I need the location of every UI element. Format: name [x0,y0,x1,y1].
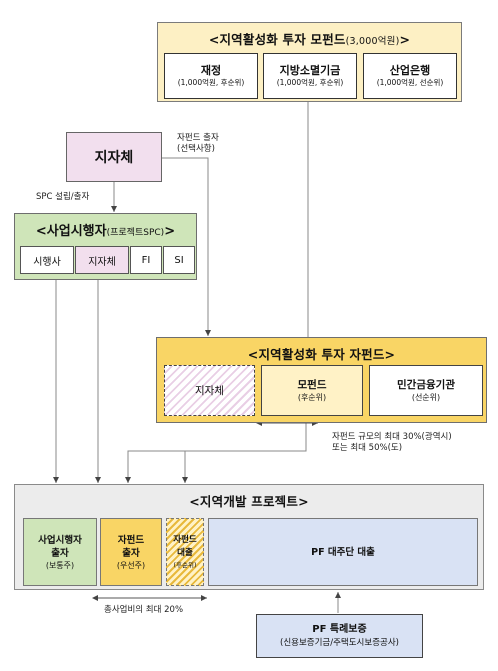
child-fund-title: <지역활성화 투자 자펀드> [247,347,396,362]
pf-guarantee-box: PF 특례보증 (신용보증기금/주택도시보증공사) [256,614,423,658]
spc-title: <사업시행자(프로젝트SPC)> [35,224,176,239]
mother-fund-title: <지역활성화 투자 모펀드(3,000억원)> [208,32,411,47]
project-pf-loan: PF 대주단 대출 [208,518,478,586]
spc-box: <사업시행자(프로젝트SPC)> 시행사 지자체 FI SI [14,213,197,280]
project-title: <지역개발 프로젝트> [189,494,309,509]
mother-fund-member-bank: 산업은행 (1,000억원, 선순위) [363,53,457,99]
spc-member-si: SI [163,246,195,274]
spc-member-local-gov: 지자체 [75,246,129,274]
child-fund-member-private-finance: 민간금융기관 (선순위) [369,365,483,416]
mother-fund-member-finance: 재정 (1,000억원, 후순위) [164,53,258,99]
label-project-cost-limit: 총사업비의 최대 20% [104,605,184,615]
mother-fund-box: <지역활성화 투자 모펀드(3,000억원)> 재정 (1,000억원, 후순위… [157,22,462,102]
project-spc-equity: 사업시행자 출자 (보통주) [23,518,97,586]
arrow-child-to-project-a [125,423,307,483]
spc-member-fi: FI [130,246,162,274]
label-child-fund-limit: 자펀드 규모의 최대 30%(광역시) 또는 최대 50%(도) [332,432,452,453]
project-box: <지역개발 프로젝트> 사업시행자 출자 (보통주) 자펀드 출자 (우선주) … [14,484,484,590]
spc-member-developer: 시행사 [20,246,74,274]
label-child-fund-investment: 자펀드 출자 (선택사항) [177,133,219,154]
mother-fund-member-local-fund: 지방소멸기금 (1,000억원, 후순위) [263,53,357,99]
label-spc-investment: SPC 설립/출자 [36,192,90,202]
child-fund-member-local-gov: 지자체 [164,365,255,416]
local-gov-box: 지자체 [66,132,162,182]
child-fund-box: <지역활성화 투자 자펀드> 지자체 모펀드 (후순위) 민간금융기관 (선순위… [156,337,487,423]
project-child-fund-loan: 자펀드 대출 (후순위) [166,518,204,586]
child-fund-member-mother-fund: 모펀드 (후순위) [261,365,363,416]
project-child-fund-equity: 자펀드 출자 (우선주) [100,518,162,586]
